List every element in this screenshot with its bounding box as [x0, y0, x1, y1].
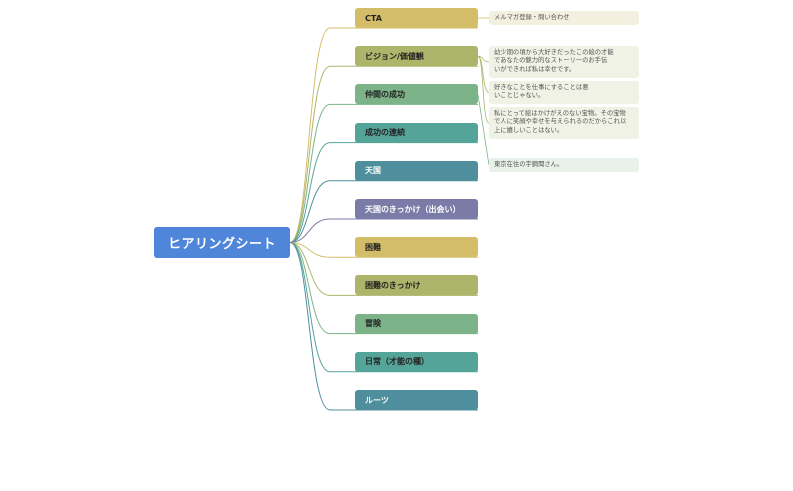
- branch-node-nichijou[interactable]: 日常（才能の種）: [355, 351, 478, 372]
- note-card[interactable]: メルマガ登録・問い合わせ: [489, 11, 639, 25]
- branch-node-cta[interactable]: CTA: [355, 8, 478, 28]
- root-node[interactable]: ヒアリングシート: [154, 227, 290, 258]
- connector-line: [477, 55, 490, 124]
- branch-node-konnan-kikkake[interactable]: 困難のきっかけ: [355, 275, 478, 296]
- connector-line: [289, 142, 478, 243]
- branch-node-kikkake[interactable]: 天国のきっかけ（出会い）: [355, 199, 478, 219]
- note-card[interactable]: 私にとって絵はかけがえのない宝物。その宝物 で人に笑顔や幸せを与えられるのだから…: [489, 107, 639, 139]
- connector-line: [477, 94, 490, 166]
- branch-node-nakama[interactable]: 仲間の成功: [355, 84, 478, 105]
- note-card[interactable]: 好きなことを仕事にすることは悪 いことじゃない。: [489, 81, 639, 104]
- branch-node-vision[interactable]: ビジョン/価値観: [355, 46, 478, 67]
- branch-node-roots[interactable]: ルーツ: [355, 390, 478, 410]
- branch-node-renzoku[interactable]: 成功の連続: [355, 122, 478, 143]
- branch-node-bouken[interactable]: 冒険: [355, 313, 478, 334]
- note-card[interactable]: 東京在住の宇鋼聞さん。: [489, 158, 639, 172]
- branch-node-tengoku[interactable]: 天国: [355, 160, 478, 181]
- note-card[interactable]: 幼少期の頃から大好きだったこの絵の才能 であなたの魅力的なストーリーのお手伝 い…: [489, 46, 639, 78]
- branch-node-konnan[interactable]: 困難: [355, 237, 478, 258]
- connector-line: [477, 55, 490, 63]
- connector-line: [477, 55, 490, 93]
